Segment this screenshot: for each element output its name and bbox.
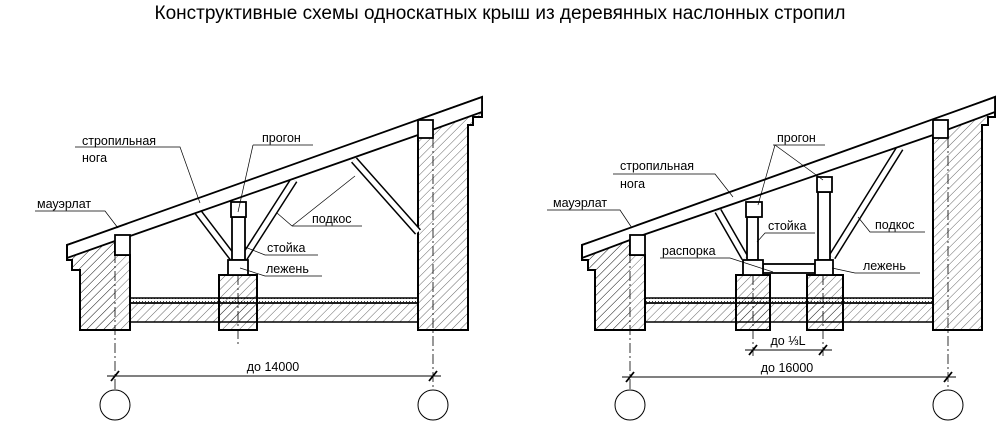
post-1 <box>746 216 759 261</box>
span-dimension: до 14000 <box>107 360 441 382</box>
post-2 <box>817 191 831 261</box>
label-sill: лежень <box>266 262 309 276</box>
axes <box>614 138 964 421</box>
braces <box>194 157 421 261</box>
sill <box>227 259 249 276</box>
axis-marker <box>932 389 964 421</box>
pier-2 <box>806 274 844 331</box>
label-rafter-2: нога <box>620 177 645 191</box>
label-sill: лежень <box>863 259 906 273</box>
span-dimension: до 16000 <box>622 361 956 383</box>
label-spacer: распорка <box>662 244 716 258</box>
braces <box>714 145 904 260</box>
axes <box>99 138 449 421</box>
page-title: Конструктивные схемы односкатных крыш из… <box>154 3 846 24</box>
left-scheme: до 14000 стропильная нога прогон мауэрла… <box>35 95 483 421</box>
wall-plate-top <box>932 119 949 139</box>
label-purlin: прогон <box>777 131 816 145</box>
label-rafter-2: нога <box>82 151 107 165</box>
label-strut: подкос <box>312 212 352 226</box>
floor-slab <box>129 297 419 323</box>
post-spacing-dimension: до ⅓L <box>745 334 832 356</box>
wall-plate-top <box>417 119 434 139</box>
sill-2 <box>814 259 834 276</box>
wall-plate <box>629 234 646 256</box>
purlin-2 <box>816 176 833 193</box>
label-strut: подкос <box>875 218 915 232</box>
leaders <box>35 144 362 277</box>
label-rafter: стропильная <box>82 134 156 148</box>
span-label: до 14000 <box>247 360 300 374</box>
label-rafter: стропильная <box>620 159 694 173</box>
post <box>231 216 246 261</box>
post-spacing-label: до ⅓L <box>770 334 805 348</box>
label-post: стойка <box>267 241 306 255</box>
axis-marker <box>99 389 131 421</box>
leaders <box>547 144 925 274</box>
right-scheme: до ⅓L до 16000 стропильная нога прогон м… <box>547 95 996 421</box>
span-label: до 16000 <box>761 361 814 375</box>
label-wall-plate: мауэрлат <box>37 197 91 211</box>
axis-marker <box>417 389 449 421</box>
axis-marker <box>614 389 646 421</box>
label-post: стойка <box>768 219 807 233</box>
floor-slab <box>644 297 934 323</box>
label-wall-plate: мауэрлат <box>553 196 607 210</box>
wall-plate <box>114 234 131 256</box>
purlin-1 <box>745 201 763 218</box>
label-purlin: прогон <box>262 131 301 145</box>
